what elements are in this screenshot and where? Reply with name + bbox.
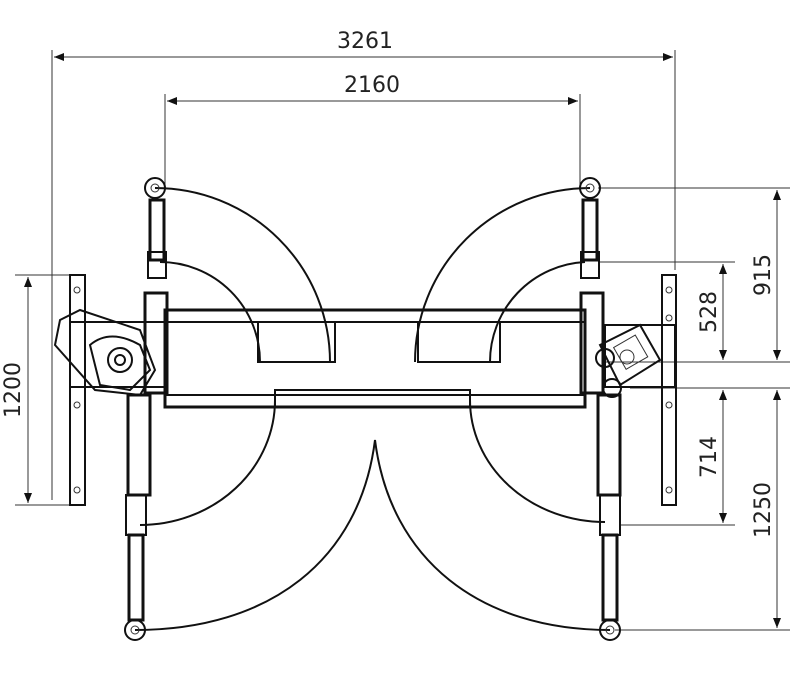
dimension-right-group: 915 528 714 1250 xyxy=(598,187,790,631)
lift-pad-icon xyxy=(124,619,146,641)
dim-label-1250: 1250 xyxy=(751,482,776,538)
right-post-carriage xyxy=(595,323,662,398)
dim-label-528: 528 xyxy=(697,291,722,333)
right-base-plate xyxy=(604,274,677,506)
dimension-overall-width: 3261 xyxy=(51,29,676,500)
dimension-base-depth: 1200 xyxy=(1,274,72,506)
left-post-carriage xyxy=(53,308,157,397)
left-rear-arm xyxy=(124,393,152,641)
right-front-arm xyxy=(579,177,605,395)
dim-label-3261: 3261 xyxy=(337,29,393,54)
dim-label-1200: 1200 xyxy=(1,362,26,418)
dim-label-714: 714 xyxy=(697,436,722,478)
right-rear-arm xyxy=(596,393,622,641)
dim-label-915: 915 xyxy=(751,254,776,296)
dimension-inner-width: 2160 xyxy=(164,73,581,185)
lift-pad-icon xyxy=(579,177,601,199)
arm-swing-arcs xyxy=(134,187,611,631)
dim-label-2160: 2160 xyxy=(344,73,400,98)
hatched-platform xyxy=(163,308,587,409)
lift-pad-icon xyxy=(599,619,621,641)
lift-pad-icon xyxy=(144,177,166,199)
